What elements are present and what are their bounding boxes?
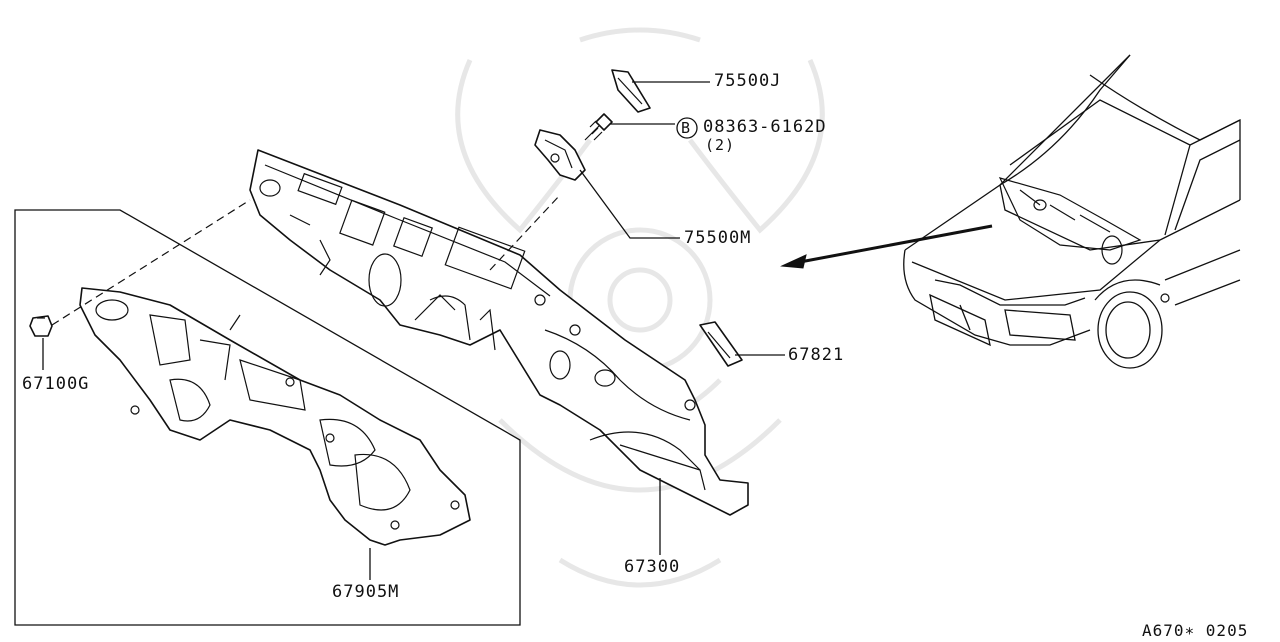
diagram-code: A670∗ 0205 bbox=[1142, 621, 1249, 640]
part-number-67905m: 67905M bbox=[332, 582, 400, 602]
clip-67100g bbox=[29, 315, 53, 337]
bolt-08363 bbox=[584, 113, 613, 141]
part-number-08363: 08363-6162D bbox=[703, 117, 827, 137]
bracket-75500m bbox=[534, 129, 586, 181]
inset-frame bbox=[14, 209, 521, 626]
dashed-guide-clip bbox=[51, 199, 251, 326]
quantity-note: (2) bbox=[705, 136, 736, 154]
bracket-75500j bbox=[611, 69, 651, 113]
part-number-75500j: 75500J bbox=[714, 71, 782, 91]
leader-75500m bbox=[579, 169, 680, 239]
bolt-type-symbol: B bbox=[681, 119, 692, 137]
vehicle-illustration bbox=[903, 54, 1241, 369]
location-arrow bbox=[780, 224, 993, 269]
part-number-67821: 67821 bbox=[788, 345, 845, 365]
part-number-75500m: 75500M bbox=[684, 228, 752, 248]
grommet-67821 bbox=[699, 321, 743, 367]
dash-panel bbox=[249, 149, 749, 516]
part-number-67300: 67300 bbox=[624, 557, 681, 577]
bolt-symbol-circle bbox=[676, 117, 698, 139]
dash-insulator bbox=[79, 287, 471, 546]
dashed-guide-bracket bbox=[489, 194, 561, 271]
part-number-67100g: 67100G bbox=[22, 374, 90, 394]
